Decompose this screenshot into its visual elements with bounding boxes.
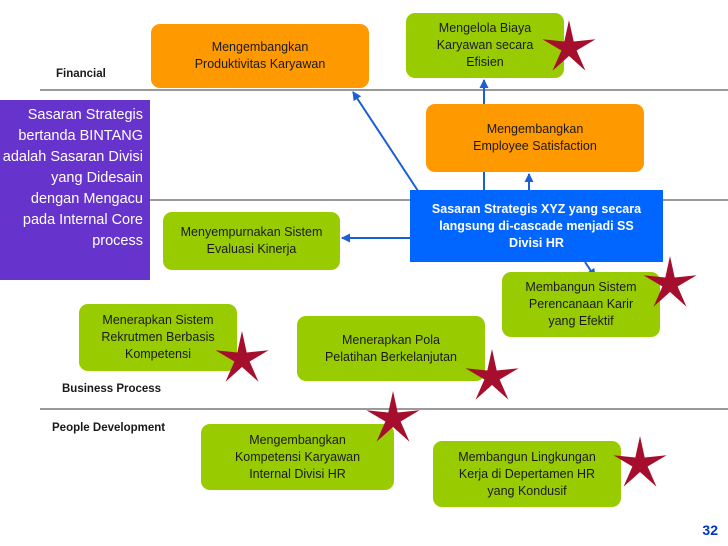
financial-label: Financial: [56, 68, 106, 80]
work-environment-star-icon: [613, 436, 667, 487]
objective-productivity: Mengembangkan Produktivitas Karyawan: [151, 24, 369, 88]
objective-performance-evaluation: Menyempurnakan Sistem Evaluasi Kinerja: [163, 212, 340, 270]
objective-training-pattern: Menerapkan Pola Pelatihan Berkelanjutan: [297, 316, 485, 381]
training-star-icon: [465, 349, 519, 400]
objective-career-planning: Membangun Sistem Perencanaan Karir yang …: [502, 272, 660, 337]
business-process-label: Business Process: [62, 383, 162, 395]
financial-divider: [40, 89, 728, 91]
career-planning-star-icon: [643, 256, 697, 307]
cost-efficiency-star-icon: [542, 20, 596, 71]
cascade-note: Sasaran Strategis XYZ yang secara langsu…: [410, 190, 663, 262]
recruitment-star-icon: [215, 331, 269, 382]
objective-recruitment-system: Menerapkan Sistem Rekrutmen Berbasis Kom…: [79, 304, 237, 371]
people-development-label: People Development: [52, 422, 166, 434]
star-legend-callout: Sasaran Strategis bertanda BINTANG adala…: [0, 100, 150, 280]
objective-cost-efficiency: Mengelola Biaya Karyawan secara Efisien: [406, 13, 564, 78]
arrow-to-productivity: [352, 91, 423, 198]
page-number: 32: [702, 522, 718, 538]
objective-employee-satisfaction: Mengembangkan Employee Satisfaction: [426, 104, 644, 172]
competency-star-icon: [366, 391, 420, 442]
people-divider: [40, 408, 728, 410]
objective-work-environment: Membangun Lingkungan Kerja di Depertamen…: [433, 441, 621, 507]
objective-competency-development: Mengembangkan Kompetensi Karyawan Intern…: [201, 424, 394, 490]
